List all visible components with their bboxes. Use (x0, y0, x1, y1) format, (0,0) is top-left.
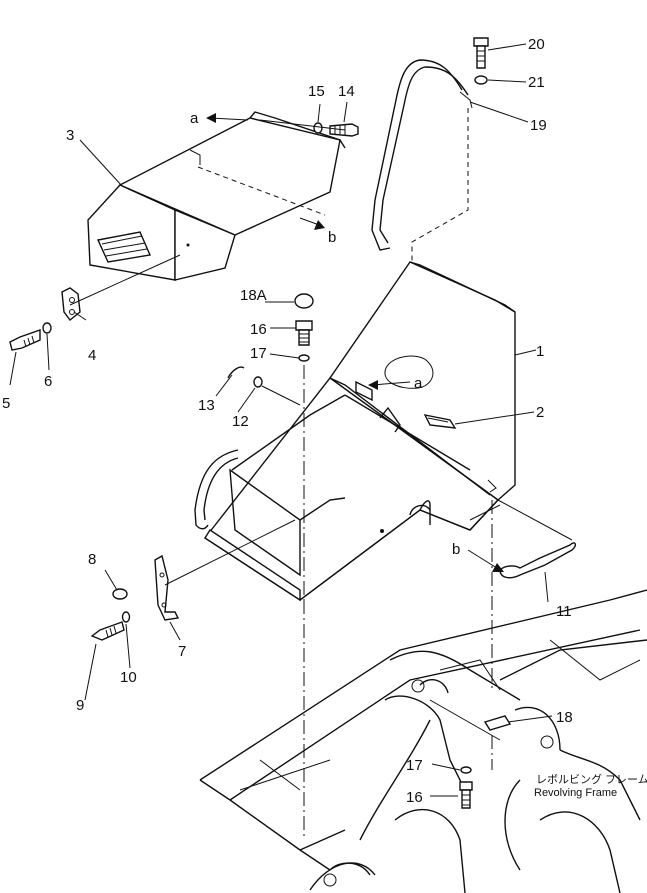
callout-18A: 18A (240, 287, 267, 304)
callout-9: 9 (76, 697, 84, 714)
washer-part-15 (313, 122, 323, 134)
bolt-part-16-upper (295, 320, 313, 346)
bolt-part-5 (9, 329, 41, 351)
bolt-part-20 (473, 37, 489, 69)
callout-15: 15 (308, 83, 325, 100)
callout-labels: 1 2 3 4 5 6 7 8 9 10 11 12 13 14 15 16 1… (2, 36, 647, 806)
callout-8: 8 (88, 551, 96, 568)
frame-label-en: Revolving Frame (534, 787, 617, 799)
ref-a-top: a (190, 110, 199, 127)
callout-16-upper: 16 (250, 321, 267, 338)
callout-3: 3 (66, 127, 74, 144)
bolt-part-9 (90, 621, 125, 641)
callout-6: 6 (44, 373, 52, 390)
washer-part-17-lower (460, 766, 472, 774)
callout-7: 7 (178, 643, 186, 660)
pin-part-13 (227, 366, 245, 379)
callout-19: 19 (530, 117, 547, 134)
callout-1: 1 (536, 343, 544, 360)
bolt-part-8 (112, 588, 128, 600)
washer-part-12 (253, 376, 263, 388)
callout-18: 18 (556, 709, 573, 726)
bolt-part-16-lower (459, 781, 473, 809)
floor-box-assembly (203, 377, 500, 602)
reference-arrows (206, 113, 504, 572)
callout-5: 5 (2, 395, 10, 412)
callout-11: 11 (556, 603, 572, 620)
tool-box-part-3 (87, 111, 346, 281)
washer-part-21 (474, 75, 488, 85)
handrail-left (194, 449, 239, 530)
washer-part-6 (42, 322, 52, 334)
callout-14: 14 (338, 83, 355, 100)
cap-part-18A (294, 293, 314, 309)
callout-17-lower: 17 (406, 757, 423, 774)
callout-4: 4 (88, 347, 96, 364)
bracket-part-18 (483, 715, 512, 731)
ref-b-mid: b (452, 541, 460, 558)
callout-21: 21 (528, 74, 545, 91)
callout-17-upper: 17 (250, 345, 267, 362)
revolving-frame (199, 589, 647, 893)
ref-a-mid: a (414, 375, 423, 392)
washer-part-17-upper (298, 354, 310, 362)
latch-part-7 (154, 554, 180, 621)
callout-16-lower: 16 (406, 789, 423, 806)
leader-lines (9, 43, 553, 797)
washer-part-10 (121, 611, 131, 623)
cutout-blob (384, 355, 434, 389)
callout-2: 2 (536, 404, 544, 421)
assembly-lines (69, 119, 573, 840)
callout-12: 12 (232, 413, 249, 430)
callout-13: 13 (198, 397, 215, 414)
ref-b-top: b (328, 229, 336, 246)
handle-part-11 (499, 542, 577, 579)
frame-label-jp: レボルビング フレーム (536, 772, 647, 786)
callout-20: 20 (528, 36, 545, 53)
handrail-part-19 (371, 59, 473, 262)
callout-10: 10 (120, 669, 137, 686)
